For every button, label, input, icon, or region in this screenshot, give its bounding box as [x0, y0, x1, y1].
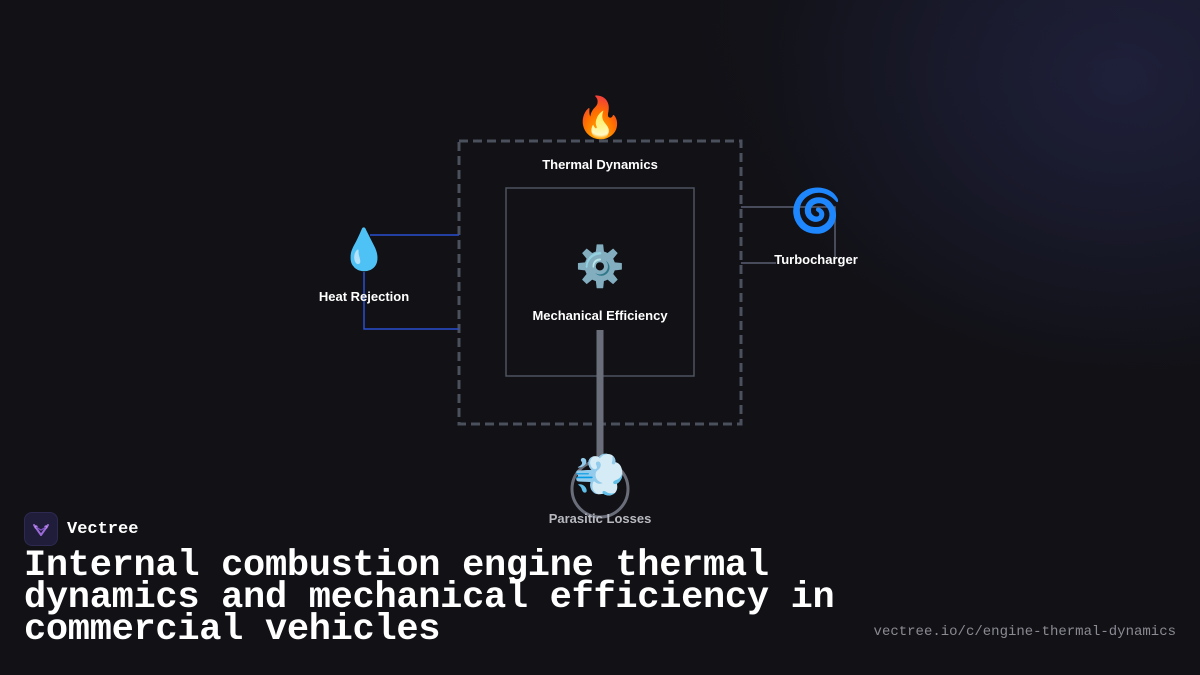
cyclone-icon: 🌀 [789, 186, 843, 235]
parasitic-losses-label: Parasitic Losses [548, 511, 652, 526]
vectree-logo-icon [24, 512, 58, 546]
mechanical-efficiency-label: Mechanical Efficiency [532, 308, 668, 323]
turbocharger-connector [741, 206, 836, 264]
turbocharger-label: Turbocharger [774, 252, 858, 267]
brand-name: Vectree [67, 519, 139, 539]
source-url[interactable]: vectree.io/c/engine-thermal-dynamics [873, 624, 1176, 640]
page-title: Internal combustion engine thermal dynam… [24, 545, 835, 651]
gear-icon: ⚙️ [575, 244, 625, 290]
dash-wind-icon: 💨 [573, 450, 627, 499]
droplet-icon: 💧 [339, 227, 389, 273]
thermal-dynamics-label: Thermal Dynamics [542, 157, 658, 172]
fire-icon: 🔥 [575, 95, 625, 141]
brand: Vectree [24, 512, 138, 546]
heat-rejection-label: Heat Rejection [318, 289, 410, 304]
parasitic-losses-ring [570, 459, 630, 519]
heat-rejection-connector [363, 234, 459, 330]
